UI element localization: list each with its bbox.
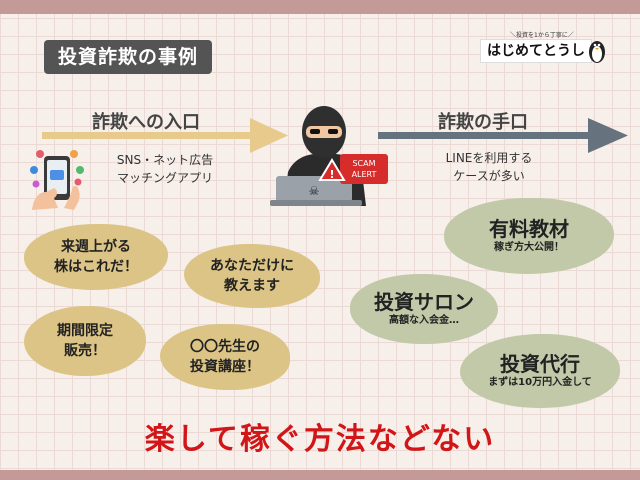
method-title: 投資代行 [500,352,580,376]
method-arrow [378,118,628,153]
lure-line: 教えます [224,278,280,294]
footer-message: 楽して稼ぐ方法などない [144,422,496,457]
lure-bubble: あなただけに 教えます [184,244,320,308]
phone-sns-icon [30,150,84,210]
entry-desc-2: マッチングアプリ [116,171,213,185]
top-band [0,0,640,14]
lure-line: 株はこれだ！ [54,259,138,275]
entry-desc-1: SNS・ネット広告 [116,153,214,167]
logo-tagline: ＼投資を1から丁寧に／ [510,32,574,39]
method-title: 投資サロン [374,290,474,314]
lure-line: 販売！ [64,343,106,359]
svg-text:☠: ☠ [309,184,320,198]
svg-text:!: ! [329,168,334,181]
method-desc-1: LINEを利用する [445,151,533,165]
scam-text: SCAM [352,159,375,168]
entry-label: 詐欺への入口 [92,112,200,133]
lure-line: 来週上がる [61,239,131,255]
method-title: 有料教材 [489,217,569,241]
page-title: 投資詐欺の事例 [44,40,213,74]
lure-line: あなただけに [210,258,294,274]
lure-bubble: 期間限定 販売！ [24,306,146,376]
logo-text: はじめてとうし [480,39,592,63]
alert-text: ALERT [352,170,377,179]
lure-bubble: 〇〇先生の 投資講座！ [160,324,290,390]
lure-line: 期間限定 [57,323,113,339]
lure-line: 投資講座！ [190,359,260,375]
penguin-icon [589,41,605,63]
entry-arrow [42,118,288,153]
method-label: 詐欺の手口 [438,112,528,133]
bottom-band [0,470,640,480]
method-bubble: 有料教材 稼ぎ方大公開！ [444,198,614,274]
method-desc-2: ケースが多い [453,169,525,183]
method-sub: 稼ぎ方大公開！ [494,242,564,253]
method-sub: 高額な入会金… [389,315,459,326]
logo: ＼投資を1から丁寧に／ はじめてとうし [480,30,606,68]
lure-bubble: 来週上がる 株はこれだ！ [24,224,168,290]
scam-alert-badge: ! SCAM ALERT [318,154,388,184]
hacker-icon: ☠ ! SCAM ALERT [270,106,388,206]
method-bubble: 投資サロン 高額な入会金… [350,274,498,344]
method-sub: まずは10万円入金して [488,377,592,388]
lure-line: 〇〇先生の [190,339,260,355]
method-bubble: 投資代行 まずは10万円入金して [460,334,620,408]
